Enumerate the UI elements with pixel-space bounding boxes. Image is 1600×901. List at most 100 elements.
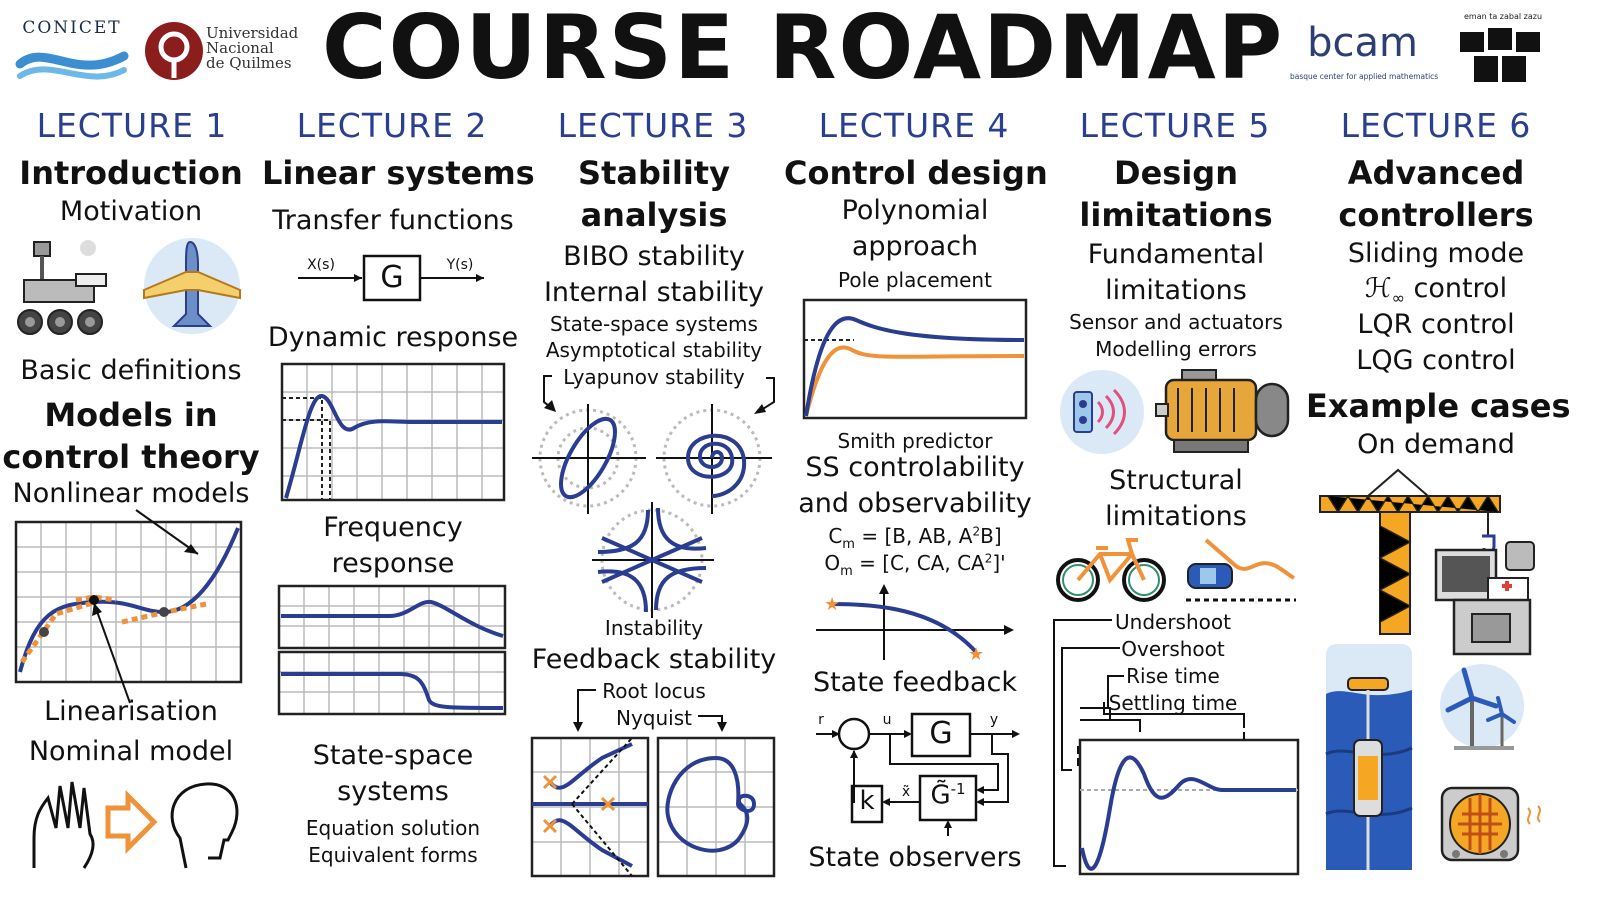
ss-controlability-label: SS controlability xyxy=(805,452,1025,483)
hinf-text: control xyxy=(1404,273,1508,304)
dynamic-response-label: Dynamic response xyxy=(267,322,519,353)
nominal-model-label: Nominal model xyxy=(28,736,234,767)
lyapunov-stability-label: Lyapunov stability xyxy=(563,365,745,389)
feedback-arrows xyxy=(573,689,727,732)
unq-seal-icon xyxy=(145,22,203,80)
heater-icon xyxy=(1440,786,1541,862)
advanced-controllers-title-1: Advanced xyxy=(1347,154,1525,192)
plant-block-label: G xyxy=(929,716,953,751)
frequency-response-label-2: response xyxy=(331,548,455,579)
design-limitations-title-1: Design xyxy=(1114,154,1238,192)
sliding-mode-label: Sliding mode xyxy=(1347,238,1525,269)
airplane-icon xyxy=(143,238,241,334)
cm-symbol: C xyxy=(828,524,843,548)
state-observers-label: State observers xyxy=(808,842,1022,873)
om-superscript: 2 xyxy=(984,551,993,566)
cm-value: = [B, AB, A xyxy=(854,524,973,548)
hinf-symbol: ℋ xyxy=(1364,273,1392,304)
state-estimate-label: x̃ xyxy=(901,784,911,800)
instability-label: Instability xyxy=(604,616,704,640)
bcam-text: bcam xyxy=(1307,20,1418,66)
control-design-title: Control design xyxy=(784,154,1048,192)
conicet-text: CONICET xyxy=(22,18,122,38)
bode-phase-plot xyxy=(277,650,507,716)
ss-observability-label: and observability xyxy=(798,488,1032,519)
gain-block-label: k xyxy=(859,786,875,816)
transfer-function-block xyxy=(298,254,484,302)
frequency-response-label-1: Frequency xyxy=(323,512,463,543)
stability-title-2: analysis xyxy=(580,196,728,234)
linearisation-arrows xyxy=(92,509,199,704)
bicycle-icon xyxy=(1056,538,1166,602)
lqr-label: LQR control xyxy=(1357,309,1515,340)
example-cases-title: Example cases xyxy=(1306,387,1571,425)
bibo-label: BIBO stability xyxy=(563,241,745,272)
state-space-systems-label: State-space systems xyxy=(550,312,758,336)
lqg-label: LQG control xyxy=(1356,345,1516,376)
cm-end: B] xyxy=(980,524,1002,548)
signal-y-label: y xyxy=(989,712,999,728)
settling-time-label: Settling time xyxy=(1108,691,1238,715)
lecture-6-heading: LECTURE 6 xyxy=(1340,106,1532,145)
observer-inverse-sup: -1 xyxy=(950,780,966,798)
stable-phase-portrait xyxy=(532,404,646,514)
transfer-functions-label: Transfer functions xyxy=(272,205,514,236)
modelling-errors-label: Modelling errors xyxy=(1095,337,1257,361)
nyquist-plot xyxy=(656,736,776,878)
lecture-2-heading: LECTURE 2 xyxy=(296,106,488,145)
state-space-label-2: systems xyxy=(337,776,449,807)
wind-turbine-icon xyxy=(1440,664,1524,750)
om-value: = [C, CA, CA xyxy=(852,551,985,575)
performance-indicators xyxy=(1053,619,1300,876)
observer-block-label: G̃-1 xyxy=(920,780,976,811)
unq-line-2: Nacional xyxy=(206,39,274,57)
linearisation-label: Linearisation xyxy=(44,696,218,727)
nonlinear-models-label: Nonlinear models xyxy=(12,478,250,509)
om-subscript: m xyxy=(840,564,853,579)
nonlinear-model-plot xyxy=(14,520,243,684)
medical-device-icon xyxy=(1434,541,1535,656)
rise-time-label: Rise time xyxy=(1126,664,1220,688)
unq-line-3: de Quilmes xyxy=(206,54,292,72)
asymptotical-stability-label: Asymptotical stability xyxy=(545,338,763,362)
hand-to-head-icon xyxy=(32,781,239,869)
car-parking-icon xyxy=(1186,538,1296,602)
om-end: ]' xyxy=(992,551,1006,575)
ehu-motto: eman ta zabal zazu xyxy=(1463,12,1543,21)
crane-icon xyxy=(1319,468,1501,635)
observability-matrix: Om = [C, CA, CA2]' xyxy=(784,551,1046,579)
controllability-matrix: Cm = [B, AB, A2B] xyxy=(784,524,1046,552)
on-demand-label: On demand xyxy=(1357,429,1515,460)
observer-g-text: G̃ xyxy=(930,780,951,811)
internal-stability-label: Internal stability xyxy=(543,277,765,308)
unstable-phase-portrait xyxy=(592,502,714,618)
basic-definitions-label: Basic definitions xyxy=(20,355,242,386)
equivalent-forms-label: Equivalent forms xyxy=(308,843,478,867)
lecture-4-heading: LECTURE 4 xyxy=(818,106,1010,145)
stability-title-1: Stability xyxy=(578,154,730,192)
root-locus-plot xyxy=(530,736,650,878)
overshoot-label: Overshoot xyxy=(1121,637,1225,661)
wave-energy-icon xyxy=(1325,644,1413,870)
fundamental-label-1: Fundamental xyxy=(1087,239,1265,270)
linear-systems-title: Linear systems xyxy=(262,154,535,192)
rover-icon xyxy=(17,240,107,335)
sensor-actuators-label: Sensor and actuators xyxy=(1069,310,1283,334)
hinf-control-label: ℋ∞ control xyxy=(1306,273,1566,307)
ehu-tree-icon xyxy=(1460,28,1540,82)
svg-text:★: ★ xyxy=(824,594,840,615)
conicet-wave-icon xyxy=(15,51,129,80)
design-limitations-title-2: limitations xyxy=(1079,196,1273,234)
sensor-icon xyxy=(1060,370,1144,454)
feedback-stability-label: Feedback stability xyxy=(531,644,777,675)
state-feedback-plot: ★ ★ xyxy=(816,584,1014,665)
om-symbol: O xyxy=(824,551,841,575)
conicet-logo: CONICET xyxy=(15,18,129,82)
polynomial-label-2: approach xyxy=(851,231,979,262)
advanced-controllers-title-2: controllers xyxy=(1338,196,1534,234)
lyapunov-arrows xyxy=(543,375,775,414)
pole-placement-label: Pole placement xyxy=(838,268,992,292)
motivation-label: Motivation xyxy=(59,196,203,227)
unq-line-1: Universidad xyxy=(206,24,299,42)
page-title: COURSE ROADMAP xyxy=(322,0,1285,99)
